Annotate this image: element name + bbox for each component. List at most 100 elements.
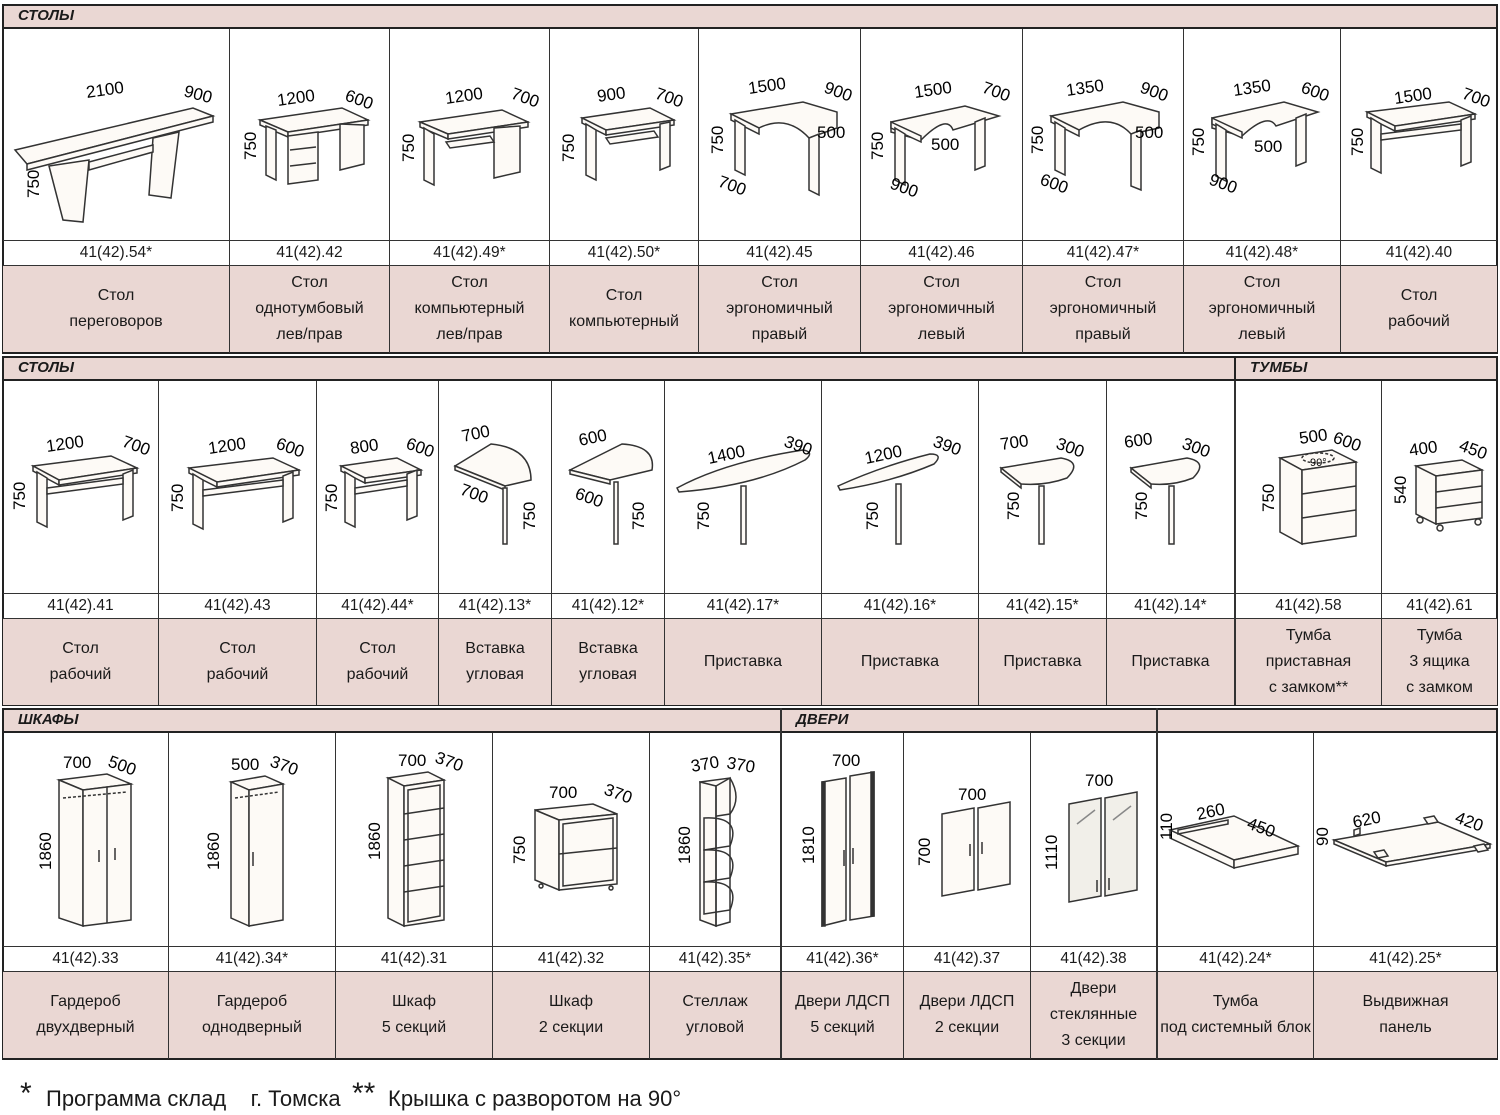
dim-label: 700	[999, 431, 1030, 454]
section-header-tables-2: СТОЛЫ	[2, 356, 1236, 381]
product-code: 41(42).38	[1060, 950, 1127, 967]
dim-label: 700	[716, 172, 749, 200]
product-name: Приставка	[1003, 653, 1082, 670]
dim-label: 1110	[1042, 835, 1061, 870]
dim-label: 900	[596, 83, 627, 106]
dim-label: 370	[433, 748, 466, 776]
wardrobe-1door-drawing: 500 370 1860	[204, 752, 301, 928]
product-code: 41(42).58	[1275, 597, 1342, 614]
dim-label: 700	[1460, 84, 1493, 112]
dim-label: 90°	[1310, 457, 1327, 469]
dim-label: 300	[1054, 434, 1087, 462]
bookcase-2-drawing: 700 370 750	[510, 780, 635, 892]
dim-label: 700	[915, 838, 934, 866]
dim-label: 600	[577, 425, 609, 449]
dim-label: 1860	[36, 832, 55, 870]
row3-frame	[2, 733, 1498, 1060]
dim-label: 700	[63, 753, 91, 772]
dim-label: 700	[980, 78, 1013, 106]
dim-label: 900	[182, 82, 214, 108]
row1-frame	[2, 29, 1498, 354]
product-code: 41(42).34*	[215, 950, 289, 967]
dim-label: 500	[231, 755, 259, 774]
work-desk-800-drawing: 800 600 750	[322, 434, 437, 529]
product-code: 41(42).13*	[458, 597, 532, 614]
dim-label: 400	[1408, 437, 1439, 460]
section-title: ТУМБЫ	[1250, 359, 1308, 376]
dim-label: 700	[120, 432, 153, 460]
corner-shelf-drawing: 370 370 1860	[675, 752, 757, 928]
footnote-star: **	[352, 1077, 376, 1110]
product-name: Приставка	[1131, 653, 1210, 670]
dim-label: 700	[832, 751, 860, 770]
dim-label: 900	[888, 174, 921, 202]
dim-label: 750	[694, 502, 713, 530]
row2-frame	[2, 381, 1498, 706]
dim-label: 1350	[1065, 76, 1105, 100]
dim-label: 900	[822, 78, 855, 106]
dim-label: 90	[1314, 827, 1332, 846]
dim-label: 1860	[365, 822, 384, 860]
dim-label: 750	[399, 134, 418, 162]
product-code: 41(42).35*	[678, 950, 752, 967]
dim-label: 1500	[913, 78, 953, 102]
dim-label: 500	[817, 123, 845, 142]
product-code: 41(42).47*	[1066, 244, 1140, 261]
dim-label: 1200	[276, 86, 316, 110]
dim-label: 750	[510, 836, 529, 864]
dim-label: 750	[559, 134, 578, 162]
product-code: 41(42).36*	[806, 950, 879, 967]
dim-label: 300	[1180, 434, 1213, 462]
dim-label: 600	[404, 434, 437, 462]
ergonomic-desk-right-2-drawing: 1350 900 750 500 600	[1028, 76, 1171, 198]
dim-label: 700	[509, 84, 542, 112]
wardrobe-2door-drawing: 700 500 1860	[36, 752, 139, 928]
dim-label: 750	[1348, 128, 1367, 156]
dim-label: 1810	[799, 826, 818, 864]
dim-label: 750	[708, 126, 727, 154]
meeting-table-drawing: 2100 900 750	[13, 78, 216, 223]
dim-label: 370	[725, 753, 756, 777]
product-code: 41(42).49*	[433, 244, 506, 261]
dim-label: 500	[1135, 123, 1163, 142]
dim-label: 1350	[1232, 76, 1272, 100]
computer-desk-drawing: 1200 700 750	[399, 84, 542, 187]
dim-label: 1860	[675, 826, 694, 864]
section-title: ДВЕРИ	[796, 711, 849, 728]
product-code: 41(42).31	[380, 950, 448, 967]
product-code: 41(42).12*	[571, 597, 645, 614]
dim-label: 370	[689, 752, 720, 776]
section-header-cabinets: ШКАФЫ	[2, 708, 782, 733]
section-header-tables: СТОЛЫ	[2, 4, 1498, 29]
dim-label: 600	[343, 86, 376, 114]
product-name: Приставка	[860, 653, 940, 670]
dim-label: 700	[1085, 771, 1113, 790]
product-code: 41(42).15*	[1006, 597, 1079, 614]
dim-label: 700	[653, 84, 686, 112]
dim-label: 750	[10, 482, 29, 510]
doors-ldsp-2-drawing: 700 700	[915, 785, 1011, 897]
dim-label: 750	[322, 484, 341, 512]
dim-label: 750	[629, 502, 648, 530]
system-unit-stand-drawing: 260 450 110	[1158, 799, 1301, 870]
dim-label: 600	[274, 434, 307, 462]
dim-label: 110	[1158, 813, 1176, 840]
ergonomic-desk-right-drawing: 1500 900 750 500 700	[708, 74, 855, 200]
ergonomic-desk-left-2-drawing: 1350 600 750 500 900	[1189, 76, 1332, 198]
dim-label: 750	[868, 132, 887, 160]
product-name: Приставка	[703, 653, 783, 670]
